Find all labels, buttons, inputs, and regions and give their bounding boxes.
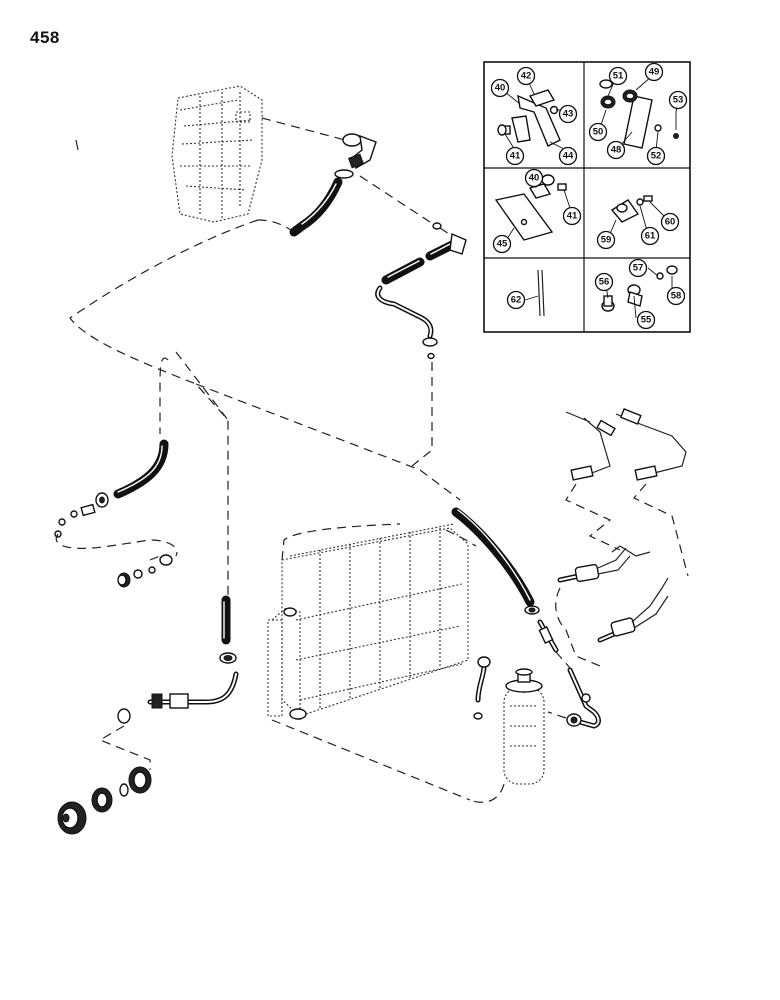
routing-line-b bbox=[195, 383, 461, 501]
svg-text:49: 49 bbox=[649, 67, 660, 78]
svg-text:40: 40 bbox=[529, 173, 540, 184]
callout-41b: 41 bbox=[562, 206, 582, 226]
compressor bbox=[75, 85, 263, 223]
leader-elbow-oring bbox=[359, 175, 431, 223]
callout-41a: 41 bbox=[505, 146, 525, 166]
pressure-switches bbox=[557, 408, 689, 643]
callout-40b: 40 bbox=[524, 168, 544, 188]
detail-inset bbox=[483, 61, 691, 333]
bottom-left-fittings bbox=[57, 766, 152, 835]
callout-61: 61 bbox=[640, 226, 660, 246]
svg-text:60: 60 bbox=[665, 217, 676, 228]
callout-56: 56 bbox=[594, 272, 614, 292]
callout-43: 43 bbox=[558, 104, 578, 124]
callout-59: 59 bbox=[596, 230, 616, 250]
callout-42: 42 bbox=[516, 66, 536, 86]
svg-text:43: 43 bbox=[563, 109, 574, 120]
svg-text:52: 52 bbox=[651, 151, 662, 162]
receiver-drier bbox=[503, 668, 545, 785]
svg-text:59: 59 bbox=[601, 235, 612, 246]
callout-60: 60 bbox=[660, 212, 680, 232]
callout-58: 58 bbox=[666, 286, 686, 306]
condenser bbox=[267, 523, 469, 720]
svg-text:58: 58 bbox=[671, 291, 682, 302]
callout-40a: 40 bbox=[490, 78, 510, 98]
suction-hose-upper bbox=[289, 177, 343, 237]
condenser-outlet-hose bbox=[451, 507, 535, 607]
svg-text:61: 61 bbox=[645, 231, 656, 242]
callout-53: 53 bbox=[668, 90, 688, 110]
svg-text:42: 42 bbox=[521, 71, 532, 82]
svg-text:41: 41 bbox=[510, 151, 521, 162]
left-fittings bbox=[54, 492, 109, 538]
svg-text:51: 51 bbox=[613, 71, 624, 82]
callout-48: 48 bbox=[606, 140, 626, 160]
leader-compressor-elbow bbox=[261, 117, 346, 141]
svg-text:53: 53 bbox=[673, 95, 684, 106]
callout-57: 57 bbox=[628, 258, 648, 278]
discharge-tube bbox=[375, 285, 434, 339]
page-number: 458 bbox=[30, 28, 60, 47]
svg-text:45: 45 bbox=[497, 239, 508, 250]
svg-text:56: 56 bbox=[599, 277, 610, 288]
svg-text:40: 40 bbox=[495, 83, 506, 94]
mid-left-fittings bbox=[117, 554, 173, 588]
callout-50: 50 bbox=[588, 122, 608, 142]
callout-52: 52 bbox=[646, 146, 666, 166]
svg-text:41: 41 bbox=[567, 211, 578, 222]
callout-44: 44 bbox=[558, 146, 578, 166]
svg-text:55: 55 bbox=[641, 315, 652, 326]
svg-text:50: 50 bbox=[593, 127, 604, 138]
callout-45: 45 bbox=[492, 234, 512, 254]
callout-55: 55 bbox=[636, 310, 656, 330]
svg-text:57: 57 bbox=[633, 263, 644, 274]
callout-49: 49 bbox=[644, 62, 664, 82]
liquid-hose-left bbox=[113, 439, 169, 499]
callout-62: 62 bbox=[506, 290, 526, 310]
svg-text:48: 48 bbox=[611, 145, 622, 156]
callout-51: 51 bbox=[608, 66, 628, 86]
compressor-elbow-fitting bbox=[334, 133, 377, 179]
svg-text:44: 44 bbox=[563, 151, 574, 162]
svg-text:62: 62 bbox=[511, 295, 522, 306]
routing-line-a bbox=[69, 219, 259, 600]
bottom-left-elbow-fittings bbox=[117, 671, 239, 724]
